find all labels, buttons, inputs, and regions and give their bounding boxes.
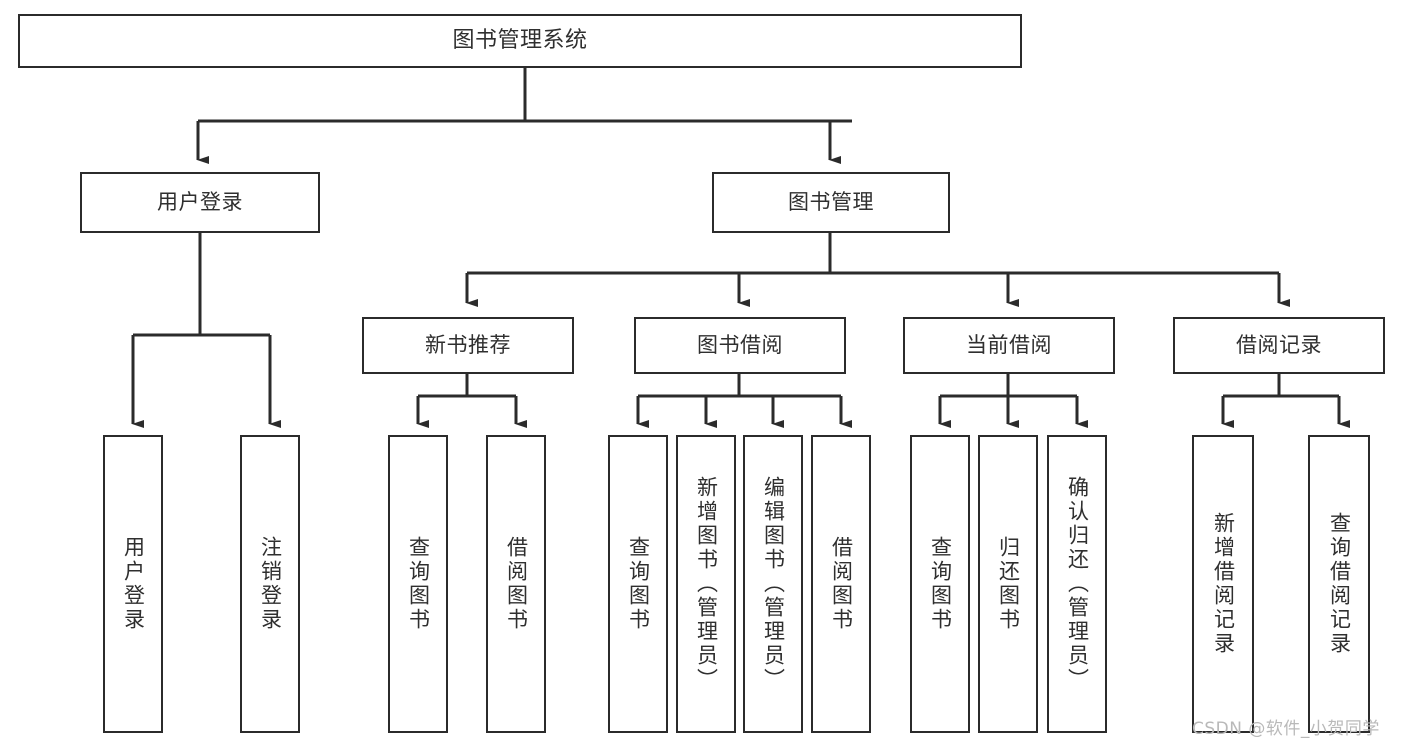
node-root-system[interactable]: 图书管理系统 — [18, 14, 1022, 68]
node-book-borrow[interactable]: 图书借阅 — [634, 317, 846, 374]
csdn-watermark: CSDN @软件_小贺同学 — [1192, 719, 1380, 739]
leaf-label: 新增图书（管理员） — [694, 476, 719, 692]
node-current-borrow-label: 当前借阅 — [966, 333, 1052, 358]
leaf-label: 查询图书 — [928, 536, 953, 632]
leaf-book-borrow-add[interactable]: 新增图书（管理员） — [676, 435, 736, 733]
leaf-user-login-signout[interactable]: 注销登录 — [240, 435, 300, 733]
leaf-label: 借阅图书 — [829, 536, 854, 632]
leaf-label: 借阅图书 — [504, 536, 529, 632]
leaf-new-book-query[interactable]: 查询图书 — [388, 435, 448, 733]
node-borrow-record[interactable]: 借阅记录 — [1173, 317, 1385, 374]
leaf-label: 编辑图书（管理员） — [761, 476, 786, 692]
node-user-login[interactable]: 用户登录 — [80, 172, 320, 233]
leaf-label: 归还图书 — [996, 536, 1021, 632]
leaf-book-borrow-query[interactable]: 查询图书 — [608, 435, 668, 733]
leaf-book-borrow-lend[interactable]: 借阅图书 — [811, 435, 871, 733]
leaf-borrow-record-query[interactable]: 查询借阅记录 — [1308, 435, 1370, 733]
leaf-user-login-signin[interactable]: 用户登录 — [103, 435, 163, 733]
leaf-label: 查询图书 — [406, 536, 431, 632]
leaf-label: 查询图书 — [626, 536, 651, 632]
node-book-borrow-label: 图书借阅 — [697, 333, 783, 358]
leaf-current-borrow-confirm[interactable]: 确认归还（管理员） — [1047, 435, 1107, 733]
node-user-login-label: 用户登录 — [157, 190, 243, 215]
leaf-book-borrow-edit[interactable]: 编辑图书（管理员） — [743, 435, 803, 733]
leaf-borrow-record-add[interactable]: 新增借阅记录 — [1192, 435, 1254, 733]
node-new-book-recommend[interactable]: 新书推荐 — [362, 317, 574, 374]
leaf-label: 新增借阅记录 — [1211, 512, 1236, 656]
leaf-current-borrow-query[interactable]: 查询图书 — [910, 435, 970, 733]
leaf-label: 注销登录 — [258, 536, 283, 632]
leaf-label: 确认归还（管理员） — [1065, 476, 1090, 692]
node-root-label: 图书管理系统 — [452, 28, 588, 54]
leaf-label: 查询借阅记录 — [1327, 512, 1352, 656]
node-book-manage-label: 图书管理 — [788, 190, 874, 215]
node-borrow-record-label: 借阅记录 — [1236, 333, 1322, 358]
leaf-current-borrow-return[interactable]: 归还图书 — [978, 435, 1038, 733]
node-book-manage[interactable]: 图书管理 — [712, 172, 950, 233]
leaf-label: 用户登录 — [121, 536, 146, 632]
leaf-new-book-borrow[interactable]: 借阅图书 — [486, 435, 546, 733]
node-new-book-recommend-label: 新书推荐 — [425, 333, 511, 358]
node-current-borrow[interactable]: 当前借阅 — [903, 317, 1115, 374]
